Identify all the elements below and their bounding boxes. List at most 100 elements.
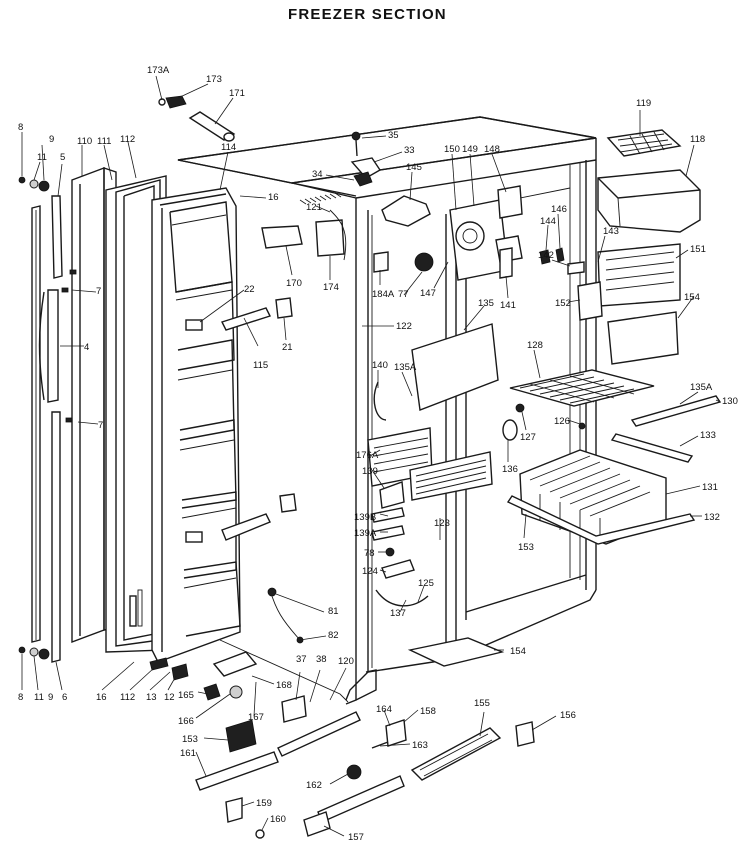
part-label: 162 [306, 780, 322, 791]
part-label: 156 [560, 710, 576, 721]
part-label: 81 [328, 606, 339, 617]
part-label: 161 [180, 748, 196, 759]
part-label: 110 [77, 136, 92, 147]
part-label: 146 [551, 204, 567, 215]
part-label: 111 [97, 136, 111, 147]
part-label: 7 [96, 286, 101, 297]
part-labels: 173A 173 171 119 118 35 33 34 145 150 14… [18, 65, 738, 843]
part-label: 6 [62, 692, 67, 703]
part-label: 112 [120, 692, 135, 703]
part-label: 127 [520, 432, 536, 443]
part-label: 9 [48, 692, 53, 703]
part-label: 149 [462, 144, 478, 155]
part-label: 153 [182, 734, 198, 745]
bottom-hardware [149, 651, 535, 839]
part-label: 168 [276, 680, 292, 691]
part-label: 34 [312, 169, 323, 180]
part-label: 22 [244, 284, 255, 295]
part-label: 176A [356, 450, 379, 461]
part-label: 119 [636, 98, 651, 109]
part-label: 8 [18, 692, 23, 703]
part-label: 155 [474, 698, 490, 709]
part-label: 174 [323, 282, 339, 293]
part-label: 139 [362, 466, 378, 477]
part-label: 165 [178, 690, 194, 701]
part-label: 8 [18, 122, 23, 133]
part-label: 4 [84, 342, 89, 353]
part-label: 158 [420, 706, 436, 717]
part-label: 157 [348, 832, 364, 843]
diagram-title: FREEZER SECTION [288, 6, 447, 23]
part-label: 160 [270, 814, 286, 825]
part-label: 135A [690, 382, 713, 393]
part-label: 147 [420, 288, 436, 299]
part-label: 184A [372, 289, 395, 300]
part-label: 125 [418, 578, 434, 589]
part-label: 131 [702, 482, 718, 493]
part-label: 151 [690, 244, 706, 255]
part-label: 123 [434, 518, 450, 529]
part-label: 115 [253, 360, 268, 371]
part-label: 132 [704, 512, 720, 523]
part-label: 82 [328, 630, 339, 641]
part-label: 114 [221, 142, 236, 153]
part-label: 77 [398, 289, 409, 300]
part-label: 150 [444, 144, 460, 155]
part-label: 33 [404, 145, 415, 156]
part-label: 152 [555, 298, 571, 309]
part-label: 140 [372, 360, 388, 371]
part-label: 153 [518, 542, 534, 553]
part-label: 128 [527, 340, 543, 351]
part-label: 37 [296, 654, 307, 665]
part-label: 16 [268, 192, 279, 203]
part-label: 21 [282, 342, 293, 353]
part-label: 7 [98, 420, 103, 431]
part-label: 164 [376, 704, 392, 715]
inner-parts [185, 297, 722, 667]
part-label: 135 [478, 298, 494, 309]
door-handle-trim [18, 176, 77, 663]
part-label: 120 [338, 656, 354, 667]
part-label: 171 [229, 88, 245, 99]
part-label: 145 [406, 162, 422, 173]
top-parts [158, 95, 701, 365]
part-label: 170 [286, 278, 302, 289]
part-label: 13 [146, 692, 157, 703]
part-label: 11 [34, 692, 44, 703]
part-label: 139B [354, 512, 376, 523]
part-label: 9 [49, 134, 54, 145]
part-label: 141 [500, 300, 516, 311]
part-label: 136 [502, 464, 518, 475]
part-label: 121 [306, 202, 322, 213]
part-label: 142 [538, 250, 554, 261]
part-label: 112 [120, 134, 135, 145]
part-label: 163 [412, 740, 428, 751]
part-label: 35 [388, 130, 399, 141]
part-label: 139A [354, 528, 377, 539]
part-label: 135A [394, 362, 417, 373]
part-label: 154 [684, 292, 700, 303]
part-label: 5 [60, 152, 65, 163]
part-label: 167 [248, 712, 264, 723]
part-label: 159 [256, 798, 272, 809]
part-label: 173A [147, 65, 170, 76]
part-label: 38 [316, 654, 327, 665]
leader-lines [21, 75, 721, 837]
part-label: 144 [540, 216, 556, 227]
part-label: 173 [206, 74, 222, 85]
part-label: 166 [178, 716, 194, 727]
part-label: 118 [690, 134, 705, 145]
part-label: 78 [364, 548, 375, 559]
part-label: 137 [390, 608, 406, 619]
cabinet-body [177, 116, 597, 705]
part-label: 12 [164, 692, 175, 703]
part-label: 124 [362, 566, 378, 577]
part-label: 143 [603, 226, 619, 237]
part-label: 122 [396, 321, 412, 332]
part-label: 130 [722, 396, 738, 407]
part-label: 126 [554, 416, 570, 427]
part-label: 148 [484, 144, 500, 155]
part-label: 16 [96, 692, 107, 703]
part-label: 133 [700, 430, 716, 441]
